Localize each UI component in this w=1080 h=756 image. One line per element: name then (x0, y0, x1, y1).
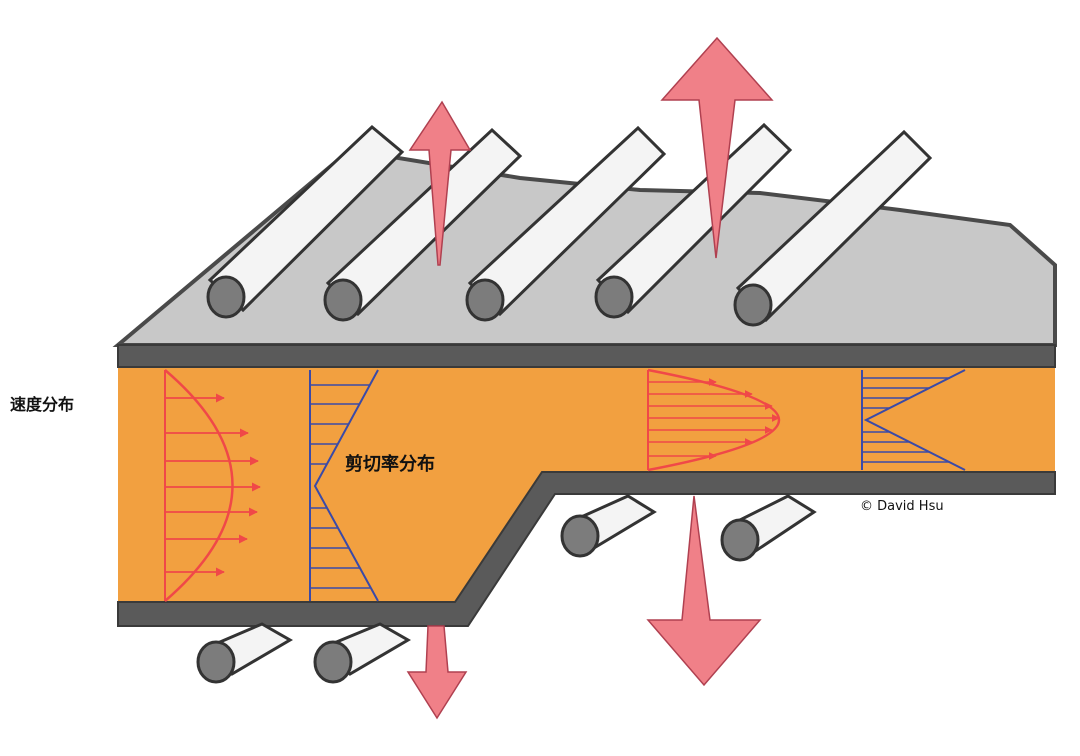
melt-channel (118, 368, 1055, 603)
lower-plate-front-edge (117, 471, 1056, 627)
cylinder-rod-icon (196, 622, 293, 684)
top-rods (206, 122, 933, 327)
lower-mold-plate (117, 471, 1056, 627)
heat-flow-arrows (406, 36, 774, 720)
cylinder-rod-icon (313, 622, 411, 684)
credit-label: © David Hsu (860, 499, 944, 514)
cylinder-rod-icon (560, 494, 657, 558)
double-headed-arrow-icon (646, 495, 762, 687)
shear-profile-left (309, 369, 379, 602)
bottom-rods (196, 494, 817, 684)
cylinder-rod-icon (720, 494, 817, 562)
shear-rate-distribution-label: 剪切率分布 (345, 453, 435, 475)
cylinder-rod-icon (323, 127, 523, 322)
velocity-distribution-label: 速度分布 (10, 395, 74, 414)
cylinder-rod-icon (465, 125, 667, 322)
shear-profile-right (861, 369, 966, 471)
upper-plate-front-edge (117, 344, 1056, 368)
double-headed-arrow-icon (408, 100, 472, 266)
double-headed-arrow-icon (406, 625, 468, 720)
velocity-profile-left (164, 369, 261, 602)
velocity-profile-right (647, 368, 781, 472)
double-headed-arrow-icon (660, 36, 774, 259)
cylinder-rod-icon (206, 124, 405, 319)
cylinder-rod-icon (733, 129, 933, 327)
